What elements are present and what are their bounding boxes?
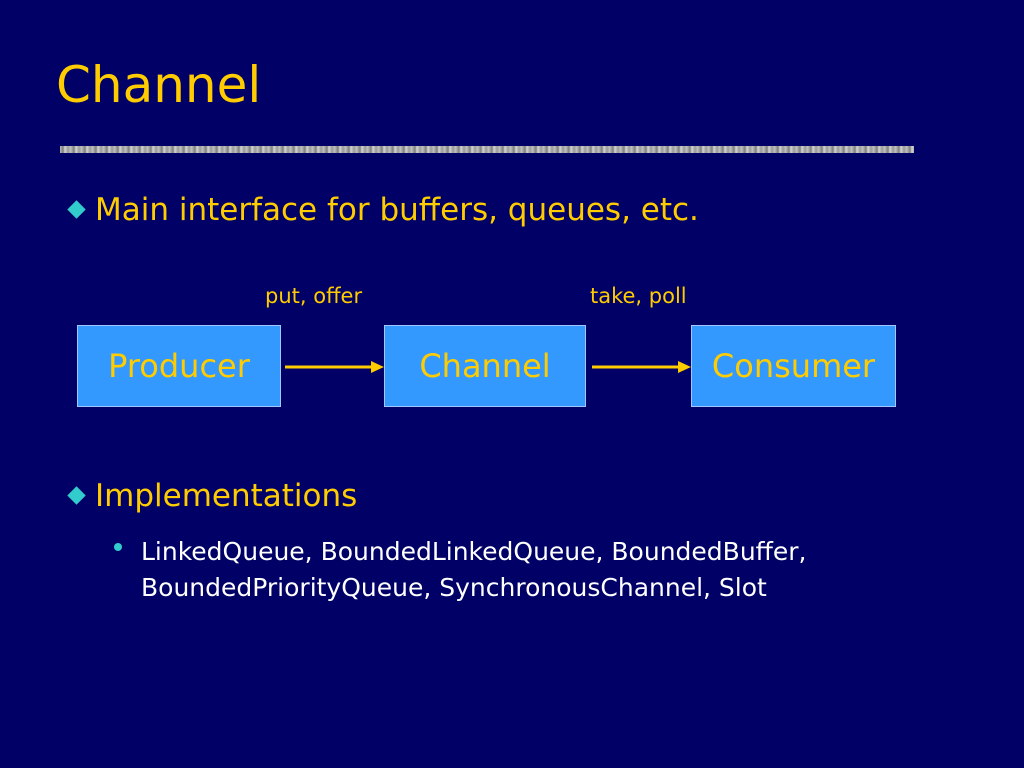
edge-label-put-offer: put, offer — [265, 284, 363, 308]
node-label: Producer — [108, 347, 250, 385]
diamond-bullet-icon — [67, 486, 86, 505]
node-channel: Channel — [384, 325, 586, 407]
bullet-main-interface: Main interface for buffers, queues, etc. — [64, 192, 699, 228]
node-consumer: Consumer — [691, 325, 896, 407]
title-divider — [60, 146, 914, 153]
node-label: Channel — [419, 347, 551, 385]
arrowhead-icon — [371, 361, 384, 373]
bullet-text: Implementations — [95, 478, 358, 514]
node-label: Consumer — [711, 347, 876, 385]
slide-title: Channel — [56, 56, 262, 114]
arrowhead-icon — [678, 361, 691, 373]
dot-bullet-icon — [114, 543, 122, 551]
edge-label-take-poll: take, poll — [590, 284, 687, 308]
bullet-text: Main interface for buffers, queues, etc. — [95, 192, 699, 228]
sub-bullet-implementation-list: LinkedQueue, BoundedLinkedQueue, Bounded… — [114, 534, 994, 607]
bullet-implementations: Implementations — [64, 478, 357, 514]
node-producer: Producer — [77, 325, 281, 407]
sub-bullet-text: LinkedQueue, BoundedLinkedQueue, Bounded… — [141, 537, 807, 603]
